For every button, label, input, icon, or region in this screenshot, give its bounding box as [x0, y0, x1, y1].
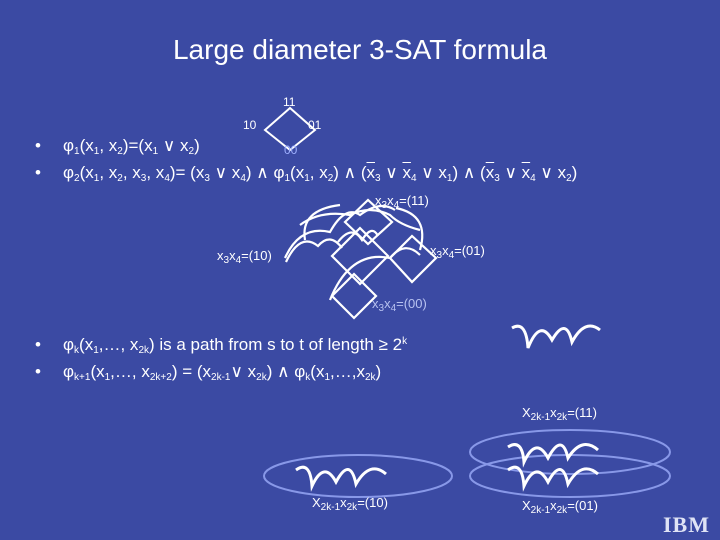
top-graph [263, 106, 317, 152]
label-x2k-11: X2k-1x2k=(11) [522, 405, 597, 423]
bullet-phik: • φk(x1,…, x2k) is a path from s to t of… [35, 335, 515, 357]
top-graph-edges [263, 106, 317, 152]
bullet-phi1: • φ1(x1, x2)=(x1 ∨ x2) [35, 136, 715, 158]
mid-node-left-squiggle [285, 238, 343, 263]
squiggle-bullet [511, 324, 601, 349]
ibm-logo: IBM [663, 512, 710, 537]
formula-phi2: φ2(x1, x2, x3, x4)= (x3 ∨ x4) ∧ φ1(x1, x… [63, 163, 578, 184]
ellipse-top [469, 429, 671, 475]
mid-edge-center [328, 247, 421, 301]
bullet-dot: • [35, 163, 41, 182]
node-label-01: 01 [308, 118, 322, 132]
squiggle-right [507, 465, 599, 492]
node-label-00: 00 [284, 143, 298, 157]
mid-node-bottom [330, 272, 378, 320]
label-x3x4-10: x3x4=(10) [217, 248, 272, 266]
ellipse-right [469, 454, 671, 498]
slide-title: Large diameter 3-SAT formula [172, 34, 548, 65]
bullet-phik1: • φk+1(x1,…, x2k+2) = (x2k-1∨ x2k) ∧ φk(… [35, 362, 515, 384]
label-x2k-10: X2k-1x2k=(10) [312, 495, 388, 513]
formula-phik: φk(x1,…, x2k) is a path from s to t of l… [63, 335, 408, 356]
mid-arc-left [303, 203, 341, 241]
bullet-dot: • [35, 362, 41, 381]
label-x3x4-00: x3x4=(00) [372, 296, 427, 314]
label-x3x4-11: x3x4=(11) [375, 193, 429, 211]
node-label-10: 10 [243, 118, 257, 132]
mid-graph [283, 198, 438, 320]
mid-ellipse-top [299, 208, 421, 232]
label-x2k-01: X2k-1x2k=(01) [522, 498, 598, 516]
formula-phik1: φk+1(x1,…, x2k+2) = (x2k-1∨ x2k) ∧ φk(x1… [63, 362, 382, 383]
squiggle-top [507, 443, 599, 468]
label-x3x4-01: x3x4=(01) [430, 243, 485, 261]
ellipse-left [263, 454, 453, 498]
bullet-dot: • [35, 136, 41, 155]
mid-squiggle [337, 229, 379, 243]
formula-phi1: φ1(x1, x2)=(x1 ∨ x2) [63, 136, 200, 157]
bullet-dot: • [35, 335, 41, 354]
squiggle-left [295, 465, 387, 492]
node-label-11: 11 [283, 95, 296, 109]
mid-node-right [388, 234, 438, 284]
bullet-phi2: • φ2(x1, x2, x3, x4)= (x3 ∨ x4) ∧ φ1(x1,… [35, 163, 715, 185]
